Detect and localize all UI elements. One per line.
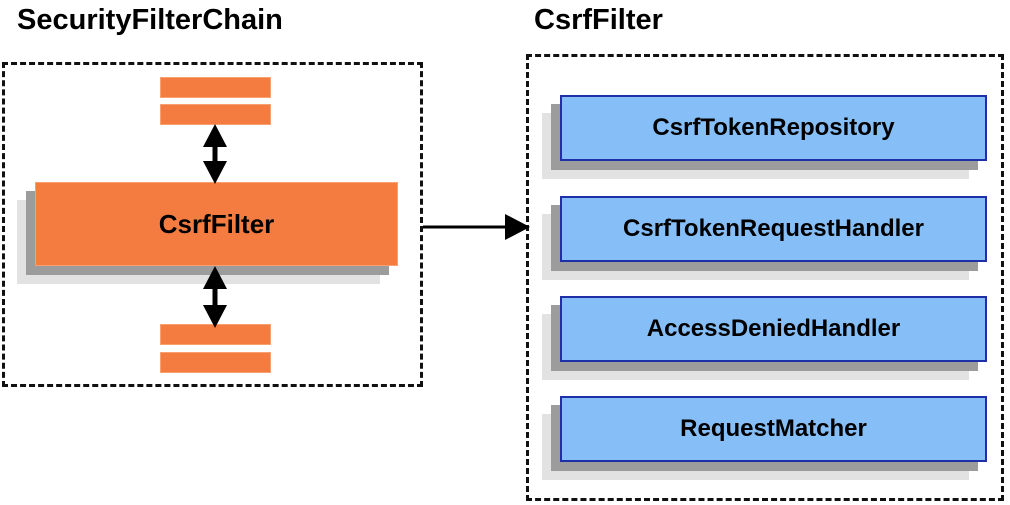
node-csrftokenrequesthandler-label: CsrfTokenRequestHandler: [560, 196, 987, 262]
node-csrffilter[interactable]: CsrfFilter: [17, 182, 398, 284]
node-requestmatcher[interactable]: RequestMatcher: [542, 396, 987, 480]
node-csrftokenrepository[interactable]: CsrfTokenRepository: [542, 95, 987, 179]
filter-bar-top-1: [160, 77, 271, 98]
node-requestmatcher-label: RequestMatcher: [560, 396, 987, 462]
group-box-csrffilter: [526, 54, 1004, 501]
node-accessdeniedhandler[interactable]: AccessDeniedHandler: [542, 296, 987, 380]
page-title-csrffilter: CsrfFilter: [534, 4, 663, 36]
page-title-securityfilterchain: SecurityFilterChain: [17, 4, 283, 36]
node-csrftokenrequesthandler[interactable]: CsrfTokenRequestHandler: [542, 196, 987, 280]
filter-bar-bottom-1: [160, 324, 271, 345]
node-accessdeniedhandler-label: AccessDeniedHandler: [560, 296, 987, 362]
group-box-securityfilterchain: [2, 62, 423, 387]
node-csrftokenrepository-label: CsrfTokenRepository: [560, 95, 987, 161]
filter-bar-bottom-2: [160, 352, 271, 373]
filter-bar-top-2: [160, 104, 271, 125]
arrow-left-to-right: [423, 214, 530, 240]
node-csrffilter-label: CsrfFilter: [35, 182, 398, 266]
